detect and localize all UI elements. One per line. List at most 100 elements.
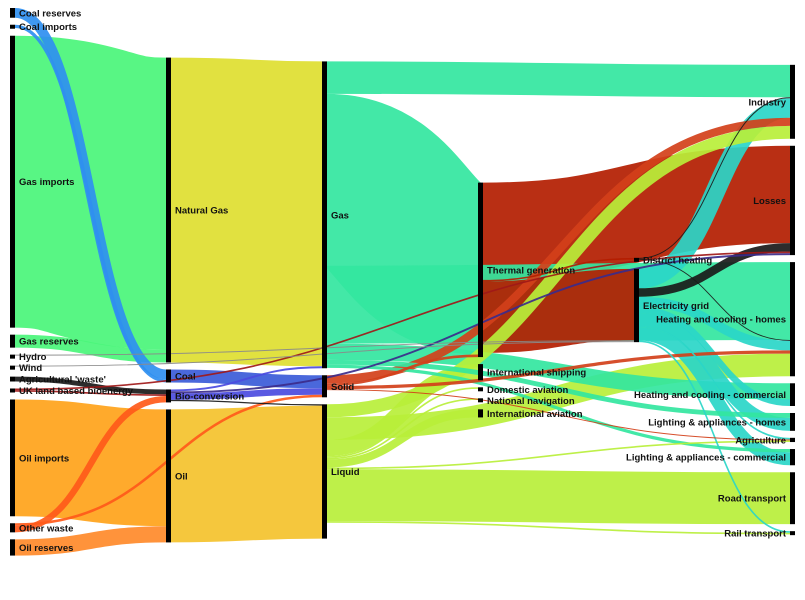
flow-thermal_generation-to-electricity_grid [482,268,635,353]
node-road_transport [790,472,795,525]
flow-electricity_grid-to-lighting_homes [638,312,791,431]
node-industry [790,64,795,139]
flow-bio_conversion-to-solid [170,388,323,400]
flow-electricity_grid-to-agriculture [638,325,791,440]
node-thermal_generation [478,182,483,358]
node-label-coal_reserves: Coal reserves [19,8,81,19]
flow-liquid-to-industry [326,125,791,418]
node-lighting_commercial [790,449,795,466]
node-label-heating_homes: Heating and cooling - homes [656,315,786,326]
node-rail_transport [790,531,795,536]
node-agri_waste [10,376,15,382]
node-domestic_aviation [478,387,483,392]
node-label-district_heating: District heating [643,255,712,266]
node-coal [166,369,171,383]
flow-liquid-to-road_transport [326,469,791,525]
node-liquid [322,404,327,539]
node-oil_reserves [10,539,15,556]
flow-gas-to-industry [326,61,791,98]
flow-electricity_grid-to-losses [638,243,791,297]
flow-coal_reserves-to-coal [14,8,167,380]
node-label-losses: Losses [753,196,786,207]
node-gas_imports [10,35,15,328]
flow-electricity_grid-to-rail_transport [638,340,791,533]
node-label-gas_reserves: Gas reserves [19,337,79,348]
node-district_heating [634,257,639,262]
node-lighting_homes [790,412,795,431]
flow-electricity_grid-to-heating_commercial [638,306,791,406]
node-gas [322,61,327,369]
node-label-solid: Solid [331,382,354,393]
flow-electricity_grid-to-heating_homes [638,296,791,351]
flow-uk_bioenergy-to-losses [14,251,791,391]
flow-oil-to-liquid [170,405,323,543]
node-label-oil_reserves: Oil reserves [19,543,73,554]
flow-natural_gas-to-gas [170,57,323,367]
node-label-natural_gas: Natural Gas [175,206,228,217]
flow-solid-to-heating_homes [326,350,791,390]
node-label-oil_imports: Oil imports [19,453,69,464]
node-label-international_aviation: International aviation [487,409,583,420]
node-label-uk_bioenergy: UK land based bioenergy [19,386,134,397]
node-label-thermal_generation: Thermal generation [487,265,575,276]
node-label-industry: Industry [749,97,787,108]
flow-agri_waste-to-bio_conversion [14,376,167,395]
flow-oil_reserves-to-oil [14,526,167,556]
node-solid [322,375,327,398]
node-label-international_shipping: International shipping [487,368,586,379]
flow-gas-to-lighting_commercial [326,364,791,453]
node-heating_commercial [790,383,795,406]
links-layer [12,8,792,556]
node-international_aviation [478,409,483,418]
node-hydro [10,354,15,359]
node-label-electricity_grid: Electricity grid [643,301,709,312]
node-oil [166,409,171,543]
flow-solid-to-thermal_generation [326,354,479,386]
flow-electricity_grid-to-lighting_commercial [638,327,791,466]
node-coal_reserves [10,8,15,18]
node-label-bio_conversion: Bio-conversion [175,391,244,402]
node-national_navigation [478,398,483,403]
flow-thermal_generation-to-district_heating [482,257,635,282]
flow-liquid-to-agriculture [326,440,791,470]
node-label-lighting_commercial: Lighting & appliances - commercial [626,453,786,464]
node-label-domestic_aviation: Domestic aviation [487,385,568,396]
flow-liquid-to-rail_transport [326,521,791,535]
node-label-agri_waste: Agricultural 'waste' [19,375,106,386]
node-label-oil: Oil [175,471,188,482]
node-label-heating_commercial: Heating and cooling - commercial [634,390,786,401]
node-heating_homes [790,262,795,377]
node-label-wind: Wind [19,363,42,374]
node-label-other_waste: Other waste [19,523,73,534]
node-uk_bioenergy [10,388,15,393]
node-label-rail_transport: Rail transport [724,529,787,540]
node-label-gas_imports: Gas imports [19,177,74,188]
node-label-gas: Gas [331,210,349,221]
node-label-road_transport: Road transport [718,494,787,505]
node-label-coal: Coal [175,371,196,382]
node-natural_gas [166,57,171,363]
nodes-layer [10,8,795,556]
flow-bio_conversion-to-liquid [170,399,323,406]
node-coal_imports [10,24,15,29]
node-label-liquid: Liquid [331,467,360,478]
node-label-hydro: Hydro [19,352,47,363]
flow-gas-to-lighting_homes [326,359,791,418]
flow-liquid-to-international_aviation [326,409,479,468]
node-oil_imports [10,399,15,517]
flow-gas-to-thermal_generation [317,93,488,355]
node-other_waste [10,523,15,533]
flow-liquid-to-domestic_aviation [326,387,479,458]
flow-electricity_grid-to-industry [637,98,792,289]
flow-district_heating-to-industry [638,97,791,259]
node-bio_conversion [166,389,171,403]
flow-bio_conversion-to-gas [170,366,323,392]
node-international_shipping [478,364,483,381]
node-wind [10,365,15,370]
node-label-lighting_homes: Lighting & appliances - homes [648,417,786,428]
flow-thermal_generation-to-losses [482,145,791,280]
node-losses [790,145,795,256]
flow-uk_bioenergy-to-bio_conversion [14,390,167,396]
